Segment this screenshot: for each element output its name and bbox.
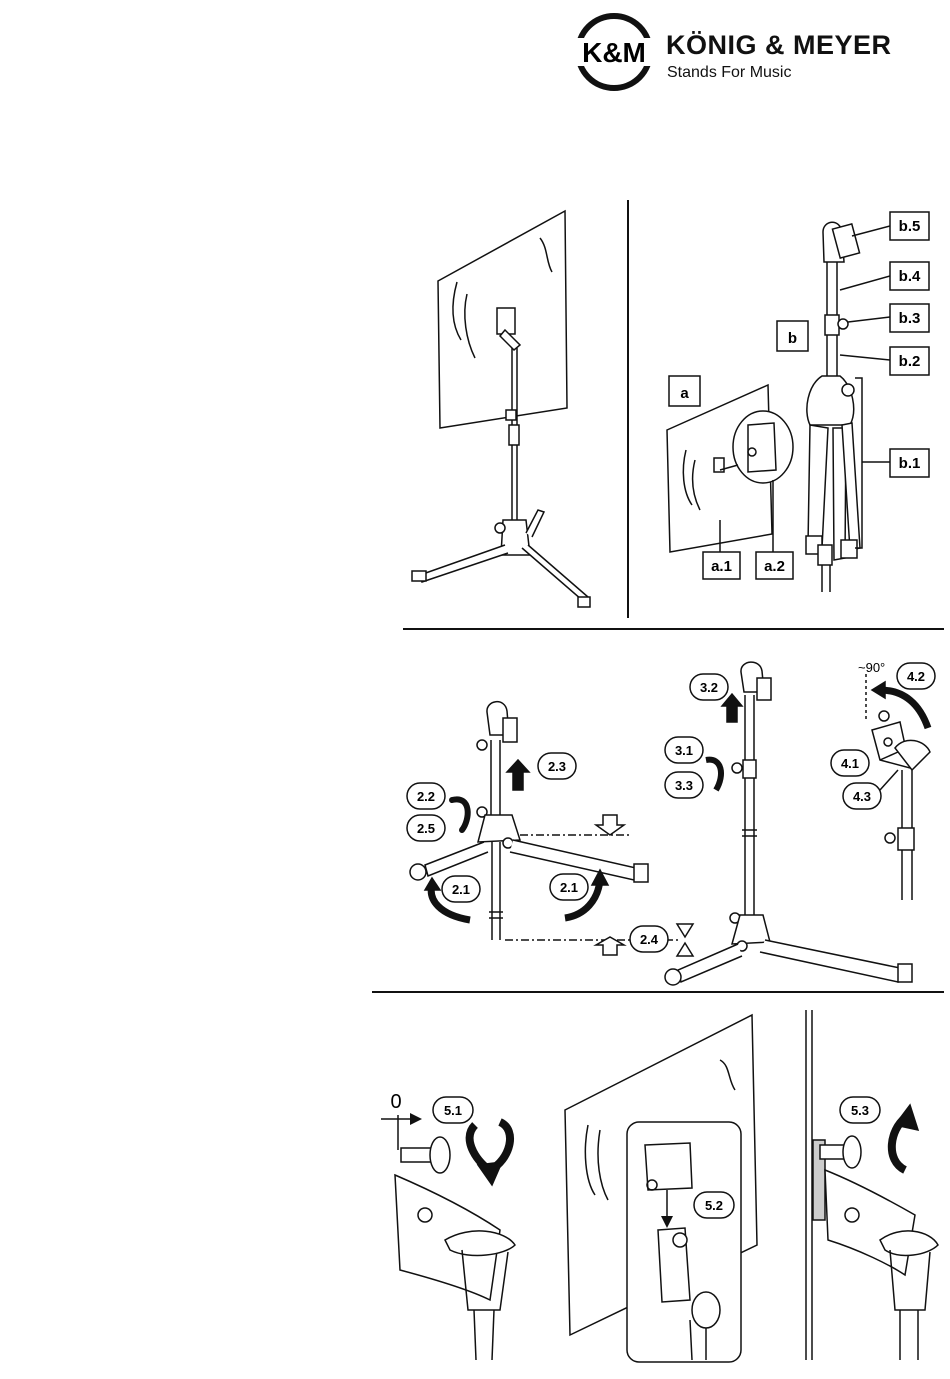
label-a2: a.2 [756,552,793,579]
step-4-3: 4.3 [843,783,881,809]
svg-text:2.2: 2.2 [417,789,435,804]
unfold-stand-illustration [410,662,930,985]
step-4-1: 4.1 [831,750,869,776]
step-3-1: 3.1 [665,737,703,763]
svg-text:b.2: b.2 [899,353,921,370]
step-2-4: 2.4 [630,926,668,952]
svg-text:b.1: b.1 [899,455,921,472]
label-b: b [777,321,808,351]
svg-text:4.2: 4.2 [907,669,925,684]
svg-text:2.5: 2.5 [417,821,435,836]
step-2-3: 2.3 [538,753,576,779]
zero-gap-annotation: 0 [390,1091,401,1113]
components-illustration [667,222,890,592]
angle-annotation: ~90° [858,660,885,675]
step-3-2: 3.2 [690,674,728,700]
label-a: a [669,376,700,406]
label-b1: b.1 [890,449,929,477]
svg-text:b.5: b.5 [899,218,921,235]
step-5-2: 5.2 [694,1192,734,1218]
svg-text:2.3: 2.3 [548,759,566,774]
step-2-2: 2.2 [407,783,445,809]
label-b5: b.5 [890,212,929,240]
step-3-3: 3.3 [665,772,703,798]
svg-text:2.1: 2.1 [560,880,578,895]
svg-text:3.1: 3.1 [675,743,693,758]
label-a1: a.1 [703,552,740,579]
svg-text:4.1: 4.1 [841,756,859,771]
label-b4: b.4 [890,262,929,290]
step-5-3: 5.3 [840,1097,880,1123]
label-b2: b.2 [890,347,929,375]
mount-plate-illustration [381,1010,938,1362]
svg-text:b: b [788,330,797,347]
svg-text:a: a [680,385,689,402]
svg-text:5.3: 5.3 [851,1103,869,1118]
step-2-1-left: 2.1 [442,876,480,902]
step-4-2: 4.2 [897,663,935,689]
svg-text:4.3: 4.3 [853,789,871,804]
svg-text:5.1: 5.1 [444,1103,462,1118]
svg-text:b.3: b.3 [899,310,921,327]
step-2-1-right: 2.1 [550,874,588,900]
svg-text:a.1: a.1 [711,558,732,575]
svg-text:a.2: a.2 [764,558,785,575]
step-2-5: 2.5 [407,815,445,841]
svg-text:3.3: 3.3 [675,778,693,793]
svg-text:b.4: b.4 [899,268,921,285]
svg-text:2.4: 2.4 [640,932,659,947]
svg-text:5.2: 5.2 [705,1198,723,1213]
svg-text:3.2: 3.2 [700,680,718,695]
svg-text:2.1: 2.1 [452,882,470,897]
stand-overview-illustration [412,211,590,607]
step-5-1: 5.1 [433,1097,473,1123]
label-b3: b.3 [890,304,929,332]
